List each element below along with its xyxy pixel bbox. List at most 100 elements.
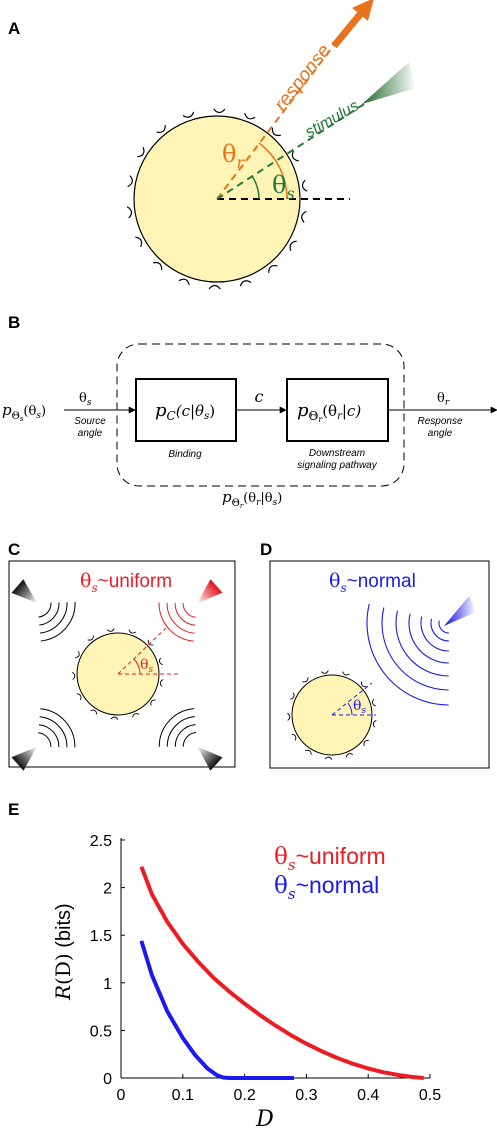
source-cone xyxy=(197,746,223,771)
stimulus-label: stimulus xyxy=(303,97,362,141)
theta-s-symbol: θs xyxy=(272,171,295,203)
wavefront-arc xyxy=(158,602,194,642)
panel-c-label: C xyxy=(8,540,20,559)
downstream-box xyxy=(286,378,389,442)
receptor xyxy=(150,699,156,706)
panel-d: D θs θs~normal xyxy=(260,540,490,769)
legend-normal: θs~normal xyxy=(274,872,379,903)
wavefront-arc xyxy=(166,602,195,634)
source-emitter xyxy=(11,708,76,771)
panel-d-title: θs~normal xyxy=(329,570,416,595)
theta-r-symbol: θr xyxy=(222,140,245,172)
x-tick-label: 0 xyxy=(117,1087,126,1104)
x-tick-label: 0.1 xyxy=(172,1087,194,1104)
source-cone xyxy=(11,746,37,771)
receptor xyxy=(182,111,195,118)
binding-label: Binding xyxy=(168,449,202,460)
wavefront-arc xyxy=(438,620,450,634)
wavefront-arc xyxy=(408,613,449,664)
x-axis-label: D xyxy=(255,1107,274,1132)
receptor xyxy=(158,657,163,666)
y-tick-label: 2 xyxy=(103,881,112,898)
wavefront-arc xyxy=(40,601,76,642)
receptor xyxy=(301,179,308,192)
receptor xyxy=(324,756,333,760)
receptor xyxy=(213,108,226,114)
panel-a: A response stimulus θr θs xyxy=(8,0,416,290)
source-cone xyxy=(11,579,38,604)
y-axis-label: R(D) (bits) xyxy=(51,903,75,1001)
wavefront-arc xyxy=(40,602,68,634)
receptor xyxy=(72,671,76,680)
theta-s-arc xyxy=(251,175,260,200)
source-angle-line2: angle xyxy=(78,428,103,439)
x-tick-label: 0.3 xyxy=(295,1087,317,1104)
wavefront-arc xyxy=(182,603,196,618)
source-cone-d xyxy=(444,596,476,626)
wavefront-arc xyxy=(420,616,449,652)
wavefront-arc xyxy=(174,724,196,747)
receptor xyxy=(289,240,297,251)
series-group xyxy=(139,865,424,1080)
response-label: response xyxy=(270,41,335,116)
angle-label-c: θs xyxy=(140,657,153,675)
receptor xyxy=(90,709,98,715)
receptor xyxy=(345,753,354,758)
response-theta: θr xyxy=(437,391,450,408)
receptor xyxy=(76,693,82,701)
receptor xyxy=(363,739,369,746)
receptor xyxy=(137,147,145,158)
wavefront-arc xyxy=(166,716,195,747)
receptor xyxy=(342,671,350,676)
series-line xyxy=(139,865,424,1080)
downstream-distribution: pΘr(θr|c) xyxy=(297,400,361,424)
overall-channel-distribution: pΘr(θr|θs) xyxy=(222,488,282,510)
receptor xyxy=(287,712,291,721)
y-tick-label: 1 xyxy=(103,976,112,993)
wavefront-arc xyxy=(174,602,196,626)
binding-box xyxy=(135,378,237,442)
receptor xyxy=(290,692,295,700)
source-angle-line1: Source xyxy=(74,416,106,427)
y-tick-label: 2.5 xyxy=(90,833,112,850)
panel-b: B pΘs(θs) θs Source angle pC(c|θs) Bindi… xyxy=(2,313,497,510)
receptor xyxy=(244,112,256,120)
y-ticks: 00.511.522.5 xyxy=(90,833,125,1088)
stimulus-line xyxy=(216,98,373,200)
wavefront-arc xyxy=(38,732,52,747)
source-cone xyxy=(197,579,223,604)
wavefront-arc xyxy=(395,610,449,677)
receptor xyxy=(127,175,133,188)
receptor xyxy=(87,635,94,641)
panel-c: C θs θs~uniform xyxy=(8,540,236,771)
source-emitter xyxy=(158,708,223,771)
receptor xyxy=(291,150,299,162)
x-tick-label: 0.4 xyxy=(357,1087,379,1104)
wavefront-arc xyxy=(38,724,60,748)
receptor xyxy=(372,719,377,728)
receptor xyxy=(110,716,119,720)
receptor xyxy=(135,236,143,248)
source-emitter xyxy=(11,579,76,642)
receptor xyxy=(301,210,307,223)
wavefront-arc xyxy=(430,618,449,642)
receptor xyxy=(106,628,115,632)
wavefront-arc xyxy=(381,607,449,691)
wavefront-arc xyxy=(39,602,60,626)
wavefront-arc xyxy=(39,716,68,748)
receptor xyxy=(302,677,309,683)
receptor xyxy=(126,206,133,219)
legend-uniform: θs~uniform xyxy=(274,843,386,874)
panel-a-label: A xyxy=(8,19,20,38)
y-tick-label: 0.5 xyxy=(90,1023,112,1040)
receptor xyxy=(239,280,252,287)
receptor xyxy=(128,629,137,634)
theta-s-arc-c xyxy=(133,658,141,675)
receptors-d xyxy=(287,670,377,760)
theta-r-arc xyxy=(258,142,288,200)
source-emitter xyxy=(158,579,223,642)
panel-e-label: E xyxy=(8,800,19,819)
receptor xyxy=(132,713,140,718)
